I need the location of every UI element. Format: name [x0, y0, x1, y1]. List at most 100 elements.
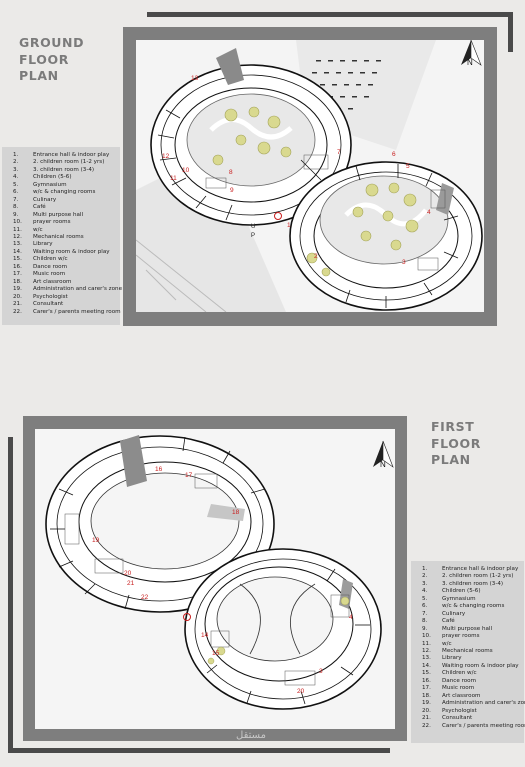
- legend-item-number: 4.: [13, 174, 19, 181]
- legend-item-label: w/c & changing rooms: [442, 603, 505, 610]
- legend-item-label: w/c & changing rooms: [33, 189, 96, 196]
- legend-item: 7.Culinary: [422, 611, 520, 618]
- legend-item-number: 5.: [422, 595, 428, 602]
- ground-floor-title: GROUND FLOOR PLAN: [19, 35, 85, 83]
- legend-item: 21.Consultant: [13, 301, 116, 308]
- legend-item-number: 10.: [13, 219, 22, 226]
- legend-item-label: Administration and carer's zone: [33, 286, 123, 293]
- first-room-19: 19: [92, 537, 100, 544]
- legend-item: 15.Children w/c: [422, 670, 520, 677]
- first-north-label: N: [380, 460, 386, 469]
- legend-item: 19. Administration and carer's zone: [422, 700, 525, 707]
- first-room-15: 15: [212, 650, 220, 657]
- legend-item-label: 2. children room (1-2 yrs): [442, 573, 514, 580]
- legend-item: 3.3. children room (3-4): [13, 167, 116, 174]
- legend-item-number: 10.: [422, 633, 431, 640]
- legend-item: 7.Culinary: [13, 197, 116, 204]
- legend-item: 20.Psychologist: [422, 708, 520, 715]
- legend-item-number: 5.: [13, 181, 19, 188]
- legend-item-number: 13.: [422, 655, 431, 662]
- legend-item: 1.Entrance hall & indoor play: [422, 566, 520, 573]
- legend-item-label: prayer rooms: [442, 633, 480, 640]
- legend-item-label: Dance room: [442, 677, 477, 684]
- legend-item-label: Art classroom: [442, 692, 481, 699]
- legend-item: 2. 2. children room (1-2 yrs): [422, 573, 520, 580]
- legend-item-label: Art classroom: [33, 278, 72, 285]
- first-room-17: 17: [185, 472, 193, 479]
- north-arrow-icon: [461, 40, 482, 66]
- legend-item-label: Music room: [33, 271, 66, 278]
- ground-room-12: 12: [162, 153, 170, 160]
- legend-item: 4.Children (5-6): [422, 588, 520, 595]
- legend-item-label: 2. children room (1-2 yrs): [33, 159, 105, 166]
- legend-item-number: 17.: [13, 271, 22, 278]
- legend-item-label: Waiting room & indoor play: [442, 662, 519, 669]
- legend-item-number: 19.: [422, 700, 431, 707]
- legend-item: 13.Library: [13, 241, 116, 248]
- legend-item-label: Children (5-6): [442, 588, 481, 595]
- legend-item-number: 14.: [13, 248, 22, 255]
- legend-item: 14. Waiting room & indoor play: [422, 663, 520, 670]
- north-arrow-icon: [373, 440, 394, 468]
- legend-item: 5. Gymnasium: [13, 182, 116, 189]
- legend-item-label: Administration and carer's zone: [442, 700, 525, 707]
- legend-item-label: Café: [33, 204, 46, 211]
- bottom-frame-line: [8, 748, 390, 753]
- legend-item-label: Consultant: [33, 301, 64, 308]
- legend-item: 13.Library: [422, 655, 520, 662]
- legend-item: 12.Mechanical rooms: [13, 234, 116, 241]
- legend-item-label: Carer's / parents meeting room: [33, 308, 121, 315]
- legend-item-number: 22.: [422, 722, 431, 729]
- legend-item-label: prayer rooms: [33, 219, 71, 226]
- ground-room-2: 2: [314, 253, 318, 260]
- legend-item: 22. Carer's / parents meeting room: [422, 722, 525, 730]
- legend-item-number: 7.: [422, 610, 428, 617]
- legend-item: 17. Music room: [13, 271, 116, 278]
- legend-item-number: 18.: [13, 278, 22, 285]
- first-room-18: 18: [232, 509, 240, 516]
- watermark-logo: مستقل: [236, 730, 266, 741]
- legend-item: 15.Children w/c: [13, 256, 116, 263]
- first-room-21: 21: [127, 580, 135, 587]
- legend-item-number: 3.: [13, 166, 19, 173]
- first-floor-plan: N 16: [35, 429, 395, 729]
- legend-item: 9. Multi purpose hall: [422, 626, 520, 633]
- ground-room-6: 6: [392, 151, 396, 158]
- legend-item: 8.Café: [422, 618, 520, 625]
- legend-item-label: Café: [442, 618, 455, 625]
- ground-room-11: 11: [170, 175, 177, 182]
- legend-item-number: 18.: [422, 692, 431, 699]
- legend-item-label: Carer's / parents meeting room: [442, 722, 525, 729]
- legend-item-label: Culinary: [33, 196, 57, 203]
- legend-item-label: 3. children room (3-4): [442, 580, 504, 587]
- legend-item: 17.Music room: [422, 685, 520, 692]
- ground-room-10: 10: [182, 167, 190, 174]
- legend-item: 18. Art classroom: [13, 279, 116, 286]
- legend-item-label: Gymnasium: [33, 181, 67, 188]
- legend-item-label: Gymnasium: [442, 595, 476, 602]
- first-room-20: 20: [124, 570, 132, 577]
- legend-item-number: 9.: [422, 625, 428, 632]
- legend-item-label: Multi purpose hall: [442, 625, 493, 632]
- legend-item: 6.w/c & changing rooms: [13, 189, 116, 196]
- legend-item-number: 2.: [422, 573, 428, 580]
- legend-item-number: 14.: [422, 662, 431, 669]
- first-room-14: 14: [201, 632, 209, 639]
- legend-item-number: 17.: [422, 685, 431, 692]
- legend-item: 5. Gymnasium: [422, 596, 520, 603]
- up-label-p: P: [251, 233, 255, 239]
- legend-item: 16.Dance room: [13, 264, 116, 271]
- top-frame-line: [147, 12, 513, 17]
- ground-room-1: 1: [287, 222, 291, 229]
- first-room-4: 4: [349, 614, 353, 621]
- legend-item-number: 11.: [422, 640, 431, 647]
- ground-room-4: 4: [427, 209, 431, 216]
- legend-item-number: 15.: [13, 256, 22, 263]
- legend-item: 16.Dance room: [422, 678, 520, 685]
- legend-item-label: Mechanical rooms: [442, 647, 493, 654]
- legend-item-label: Entrance hall & indoor play: [442, 566, 519, 572]
- legend-item-number: 2.: [13, 159, 19, 166]
